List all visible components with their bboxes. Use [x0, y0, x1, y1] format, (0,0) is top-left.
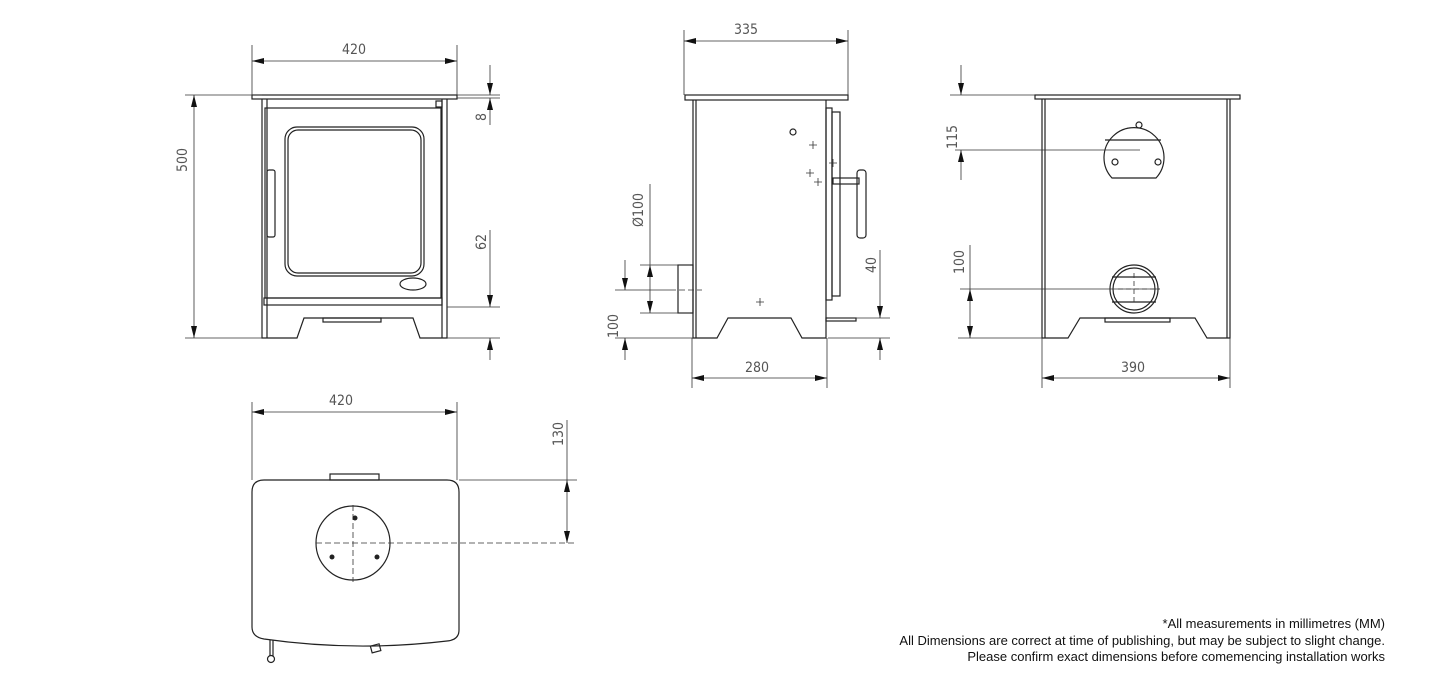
- dim-top-width: 420: [329, 393, 353, 409]
- side-view: [670, 94, 867, 339]
- note-units: *All measurements in millimetres (MM): [1162, 616, 1385, 631]
- front-view: [251, 94, 458, 339]
- dim-back-top-flue: 115: [945, 125, 961, 149]
- dim-back-rear-flue-height: 100: [952, 250, 968, 274]
- dim-side-depth-top: 335: [734, 22, 758, 38]
- dim-front-height: 500: [175, 148, 191, 172]
- dim-front-top-offset: 8: [474, 113, 490, 121]
- dim-side-flue-diameter: Ø100: [631, 193, 647, 227]
- dim-front-width: 420: [342, 42, 366, 58]
- top-view: [251, 473, 577, 664]
- front-dimensions: 420 500 8 62: [175, 42, 500, 360]
- dim-side-door-offset: 40: [864, 257, 880, 273]
- dim-side-depth-base: 280: [745, 360, 769, 376]
- top-dimensions: 420 130: [251, 393, 577, 543]
- dim-back-width: 390: [1121, 360, 1145, 376]
- note-accuracy: All Dimensions are correct at time of pu…: [899, 632, 1385, 648]
- dim-top-flue-offset: 130: [551, 422, 567, 446]
- disclaimer-notes: *All measurements in millimetres (MM) Al…: [899, 616, 1385, 666]
- back-view: [1034, 94, 1241, 339]
- dim-front-bottom-offset: 62: [474, 234, 490, 250]
- dim-side-flue-height: 100: [606, 314, 622, 338]
- note-confirm: Please confirm exact dimensions before c…: [967, 649, 1385, 664]
- side-dimensions: 335 280 Ø100 100 40: [606, 22, 890, 388]
- back-dimensions: 115 100 390: [945, 65, 1231, 388]
